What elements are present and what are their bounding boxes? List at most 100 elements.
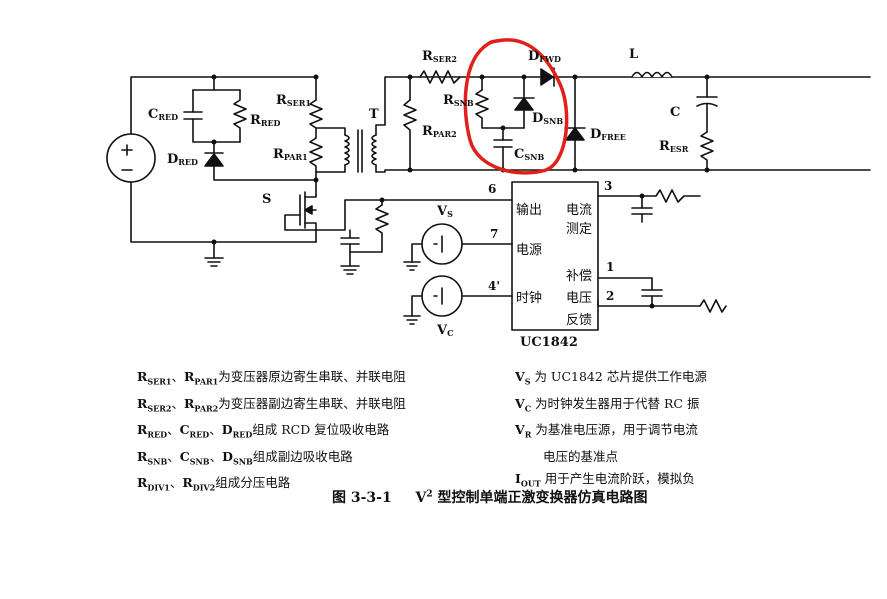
ic-name-label: UC1842 bbox=[520, 335, 578, 350]
r-ser1-resistor bbox=[309, 99, 323, 139]
ic-out-label: 输出 bbox=[516, 202, 542, 218]
legend-text: 组成副边吸收电路 bbox=[252, 448, 353, 464]
pin-3: 3 bbox=[604, 179, 612, 193]
legend-separator: 、 bbox=[171, 395, 184, 411]
ic-comp3-label: 反馈 bbox=[566, 313, 592, 328]
legend-symbol-sub: SER2 bbox=[147, 403, 172, 413]
r-red-label: RRED bbox=[250, 113, 281, 128]
legend-symbol: CSNB bbox=[179, 448, 210, 467]
r-ser1-label: RSER1 bbox=[276, 93, 311, 108]
r-ser2-label: RSER2 bbox=[422, 49, 457, 64]
pin-2: 2 bbox=[606, 289, 614, 303]
d-snb-diode bbox=[513, 97, 535, 111]
legend-symbol-sub: S bbox=[524, 376, 531, 387]
legend-symbol-sub: SER1 bbox=[147, 376, 172, 387]
legend-symbol: VS bbox=[515, 369, 531, 387]
legend-text: 为时钟发生器用于代替 RC 振 bbox=[531, 395, 700, 411]
legend-separator: 、 bbox=[209, 422, 222, 437]
r-par1-label: RPAR1 bbox=[273, 147, 308, 162]
pin-4: 4' bbox=[488, 279, 500, 293]
ic-clock-label: 时钟 bbox=[516, 290, 542, 306]
legend-right-row: VC 为时钟发生器用于代替 RC 振 bbox=[515, 393, 707, 420]
legend-right-row: 电压的基准点 bbox=[515, 446, 707, 468]
vc-source bbox=[421, 275, 463, 317]
d-free-label: DFREE bbox=[590, 127, 626, 142]
legend-separator: 、 bbox=[167, 422, 180, 437]
legend-symbol-sub: SNB bbox=[147, 456, 168, 466]
ic-power-label: 电源 bbox=[516, 243, 542, 258]
ic-cur1-label: 电流 bbox=[566, 203, 592, 218]
c-red-capacitor bbox=[183, 111, 203, 120]
legend-symbol-sub: OUT bbox=[520, 478, 541, 488]
vs-source bbox=[421, 223, 463, 265]
ground-icon bbox=[340, 265, 360, 275]
legend-symbol-sub: RED bbox=[189, 429, 210, 440]
legend-separator: 、 bbox=[169, 475, 183, 490]
legend-symbol-sub: R bbox=[524, 429, 532, 440]
legend-symbol-sub: PAR2 bbox=[194, 403, 219, 413]
legend-symbol-sub: SNB bbox=[232, 456, 253, 466]
caption-v: V bbox=[415, 490, 427, 506]
legend-text: 为变压器副边寄生串联、并联电阻 bbox=[218, 395, 406, 411]
legend-symbol: VC bbox=[515, 395, 532, 414]
ground-icon bbox=[204, 241, 224, 267]
ground-icon bbox=[403, 315, 421, 325]
legend-symbol: IOUT bbox=[515, 470, 541, 489]
legend-right-row: IOUT 用于产生电流阶跃，模拟负 bbox=[515, 468, 707, 495]
legend-symbol: RSNB bbox=[137, 448, 168, 467]
legend-symbol: RPAR1 bbox=[184, 369, 219, 387]
legend-separator: 、 bbox=[209, 448, 223, 464]
s-label: S bbox=[262, 192, 271, 207]
d-free-diode bbox=[564, 127, 586, 141]
wire bbox=[192, 118, 241, 143]
highlight-annotation bbox=[463, 38, 569, 175]
r-red-resistor bbox=[233, 89, 247, 143]
ic-comp2-label: 电压 bbox=[566, 291, 592, 306]
legend-symbol-sub: C bbox=[524, 403, 532, 413]
legend-symbol: RSER2 bbox=[137, 395, 172, 414]
pin-1: 1 bbox=[606, 260, 614, 274]
legend-left-row: RRED、CRED、DRED组成 RCD 复位吸收电路 bbox=[137, 419, 406, 446]
figure-number: 图 3-3-1 bbox=[332, 490, 392, 506]
wire bbox=[213, 165, 317, 181]
r-par2-label: RPAR2 bbox=[422, 124, 457, 139]
caption-title: 型控制单端正激变换器仿真电路图 bbox=[437, 490, 648, 506]
wire bbox=[375, 164, 871, 173]
wire bbox=[411, 295, 423, 317]
pin-7: 7 bbox=[490, 227, 498, 241]
r-esr-resistor bbox=[700, 131, 714, 171]
legend-symbol-sub: RED bbox=[147, 429, 168, 440]
legend-separator: 、 bbox=[167, 448, 180, 464]
r-div-resistor bbox=[349, 204, 389, 253]
div-capacitor bbox=[340, 229, 360, 267]
legend-separator: 、 bbox=[171, 369, 184, 384]
c-snb-label: CSNB bbox=[514, 147, 544, 162]
transformer bbox=[344, 129, 377, 173]
legend-left-row: RSNB、CSNB、DSNB组成副边吸收电路 bbox=[137, 446, 406, 473]
legend-left-row: RSER2、RPAR2为变压器副边寄生串联、并联电阻 bbox=[137, 393, 406, 420]
pin-6: 6 bbox=[488, 182, 496, 196]
r-snb-resistor bbox=[475, 89, 525, 129]
legend-symbol: RDIV1 bbox=[137, 475, 170, 493]
junction-dots bbox=[211, 74, 710, 309]
wire bbox=[315, 127, 346, 136]
comp-resistor bbox=[651, 299, 727, 313]
legend-symbol: CRED bbox=[179, 422, 210, 440]
r-snb-label: RSNB bbox=[443, 93, 474, 108]
legend-symbol: DSNB bbox=[222, 448, 253, 467]
t-label: T bbox=[369, 107, 379, 122]
legend-symbol: DRED bbox=[221, 422, 253, 440]
ic-internal-labels: 输出 电流 测定 电源 补偿 时钟 电压 反馈 bbox=[516, 202, 592, 328]
legend-text: 用于产生电流阶跃，模拟负 bbox=[540, 470, 695, 486]
legend-text: 电压的基准点 bbox=[543, 448, 619, 464]
vs-label: VS bbox=[436, 204, 453, 219]
wire bbox=[411, 243, 423, 263]
legend-text: 组成 RCD 复位吸收电路 bbox=[252, 422, 390, 437]
r-ser2-resistor bbox=[419, 70, 461, 84]
c-snb-capacitor bbox=[493, 139, 513, 148]
legend-symbol: RPAR2 bbox=[184, 395, 219, 414]
legend-text: 为基准电压源，用于调节电流 bbox=[531, 422, 698, 437]
